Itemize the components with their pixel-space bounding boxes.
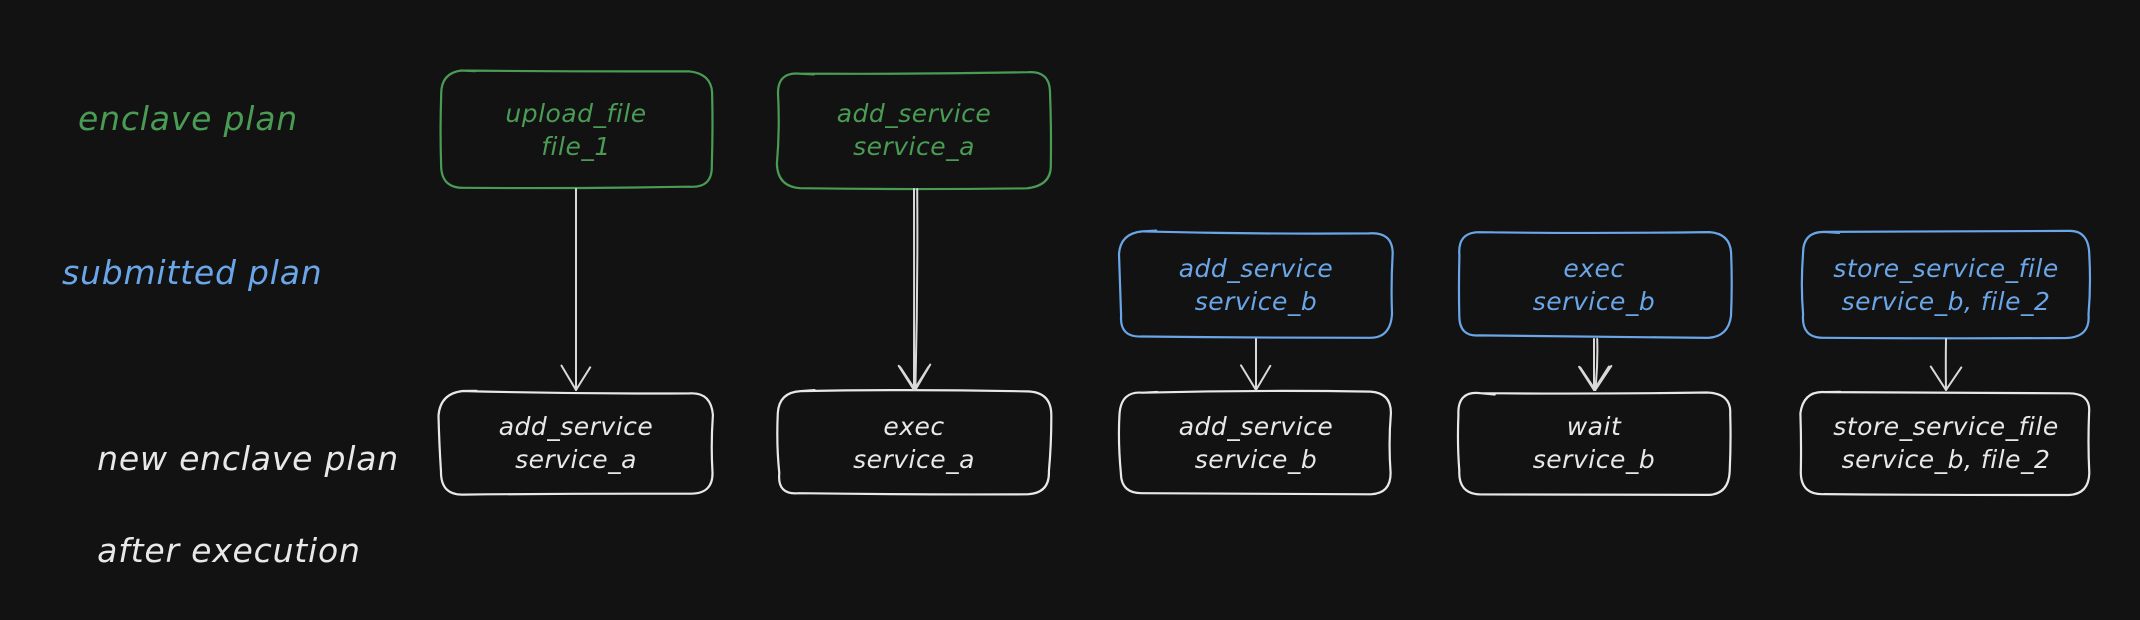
- node-line2: service_b: [1194, 445, 1318, 474]
- node-line1: exec: [883, 412, 945, 441]
- diagram-sketch-layer: [437, 69, 2092, 497]
- node-line1: store_service_file: [1833, 412, 2059, 441]
- node-new-plan-store-service-file-b[interactable]: store_service_file service_b, file_2: [1802, 392, 2090, 494]
- node-line1: add_service: [836, 98, 992, 128]
- row-label-new-enclave-plan: new enclave plan after execution: [52, 390, 399, 620]
- node-line1: wait: [1566, 412, 1622, 441]
- node-line1: store_service_file: [1833, 253, 2059, 283]
- node-submitted-plan-add-service[interactable]: add_service service_b: [1120, 232, 1392, 337]
- row-label-submitted-plan: submitted plan: [62, 253, 323, 292]
- node-line2: service_b: [1194, 286, 1318, 316]
- row-label-new-enclave-plan-line2: after execution: [97, 531, 361, 570]
- node-line1: exec: [1563, 253, 1625, 283]
- node-line2: service_b: [1532, 445, 1656, 474]
- node-enclave-plan-add-service[interactable]: add_service service_a: [778, 72, 1050, 187]
- diagram-canvas: enclave plan submitted plan new enclave …: [62, 69, 2092, 570]
- node-line2: service_b, file_2: [1841, 286, 2051, 316]
- node-line2: service_a: [853, 131, 975, 161]
- node-line1: add_service: [1178, 253, 1334, 283]
- node-new-plan-add-service-b[interactable]: add_service service_b: [1120, 392, 1392, 494]
- node-line2: service_a: [515, 445, 637, 474]
- node-line2: file_1: [541, 131, 611, 161]
- row-label-enclave-plan: enclave plan: [78, 99, 298, 138]
- node-submitted-plan-exec[interactable]: exec service_b: [1458, 232, 1730, 337]
- node-enclave-plan-upload-file[interactable]: upload_file file_1: [440, 72, 712, 187]
- node-line1: add_service: [498, 412, 654, 441]
- row-label-new-enclave-plan-line1: new enclave plan: [97, 439, 399, 478]
- node-new-plan-add-service-a[interactable]: add_service service_a: [440, 392, 712, 494]
- node-new-plan-wait-b[interactable]: wait service_b: [1458, 392, 1730, 494]
- node-line2: service_b, file_2: [1841, 445, 2051, 474]
- node-submitted-plan-store-service-file[interactable]: store_service_file service_b, file_2: [1802, 232, 2090, 337]
- node-line1: add_service: [1178, 412, 1334, 441]
- node-line1: upload_file: [505, 98, 647, 128]
- node-line2: service_a: [853, 445, 975, 474]
- node-new-plan-exec-a[interactable]: exec service_a: [778, 392, 1050, 494]
- node-line2: service_b: [1532, 286, 1656, 316]
